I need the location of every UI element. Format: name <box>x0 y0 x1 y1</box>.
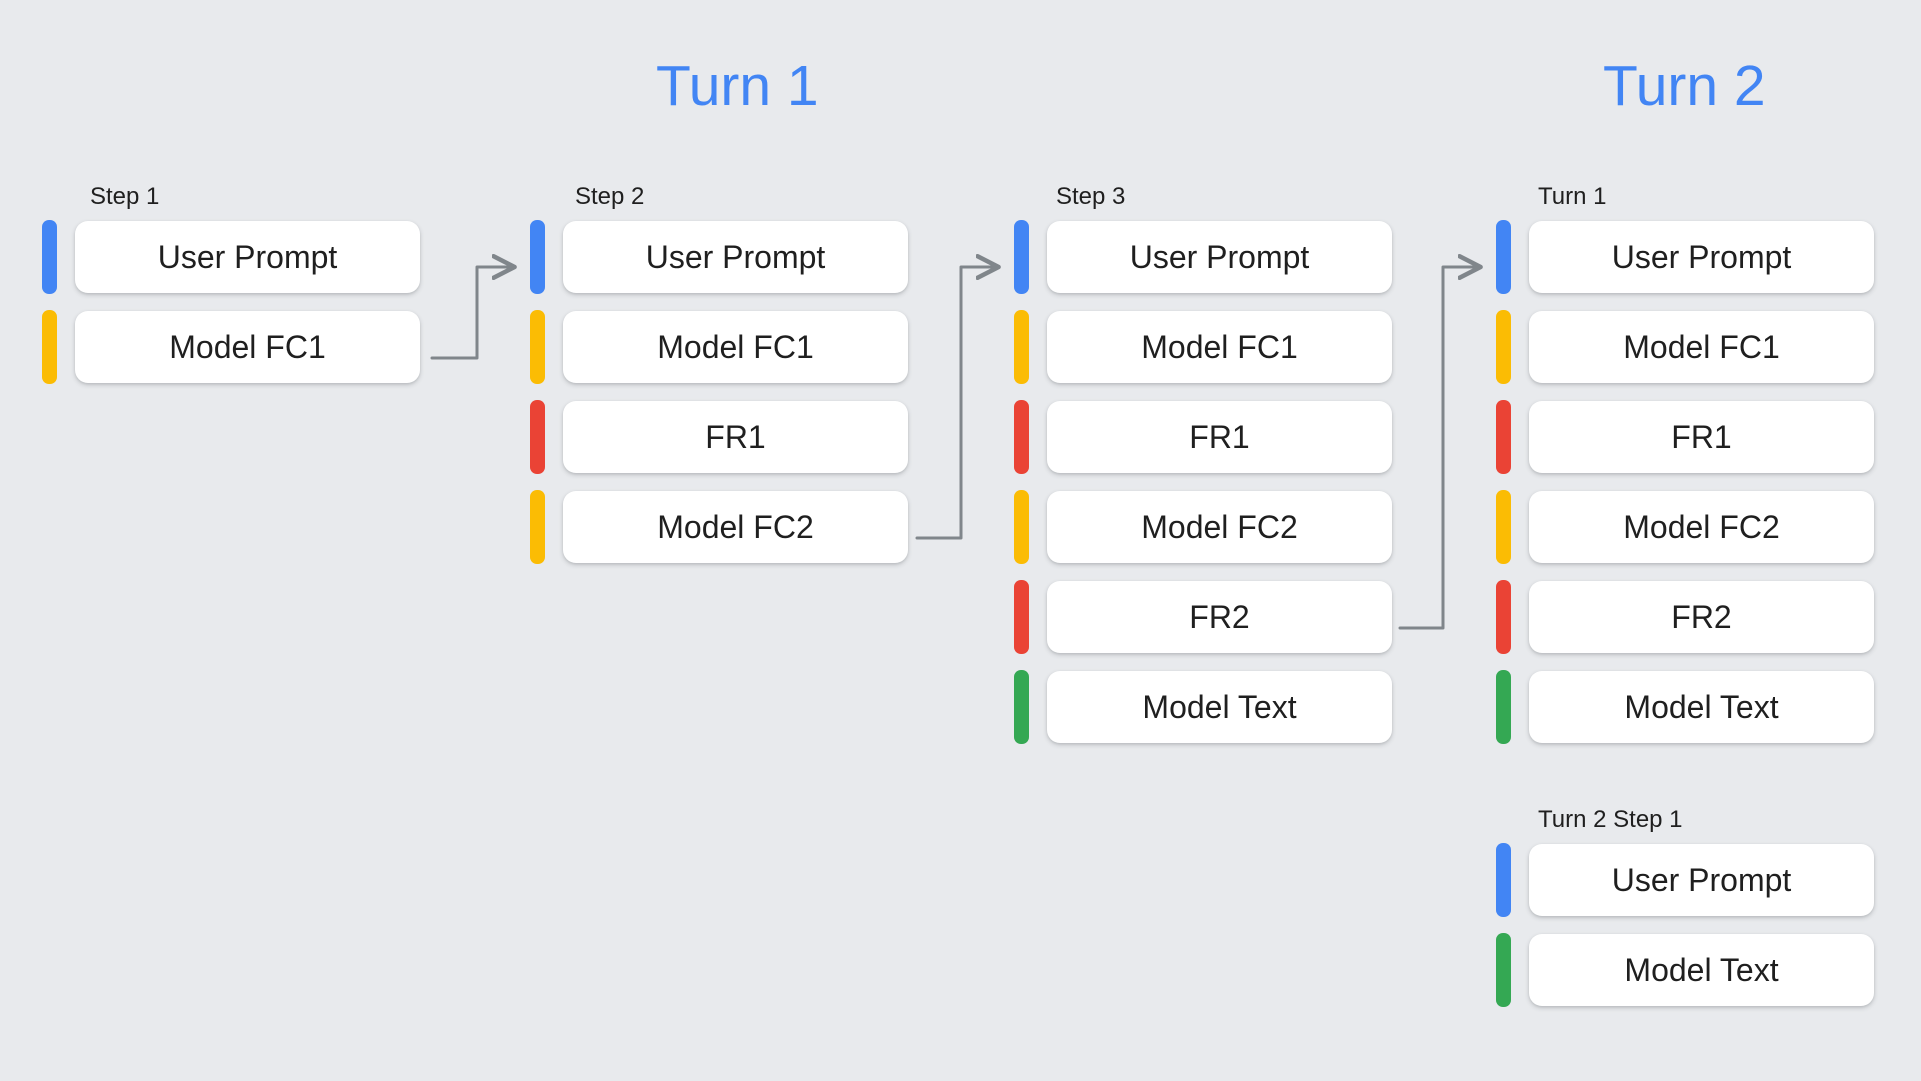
list-item[interactable]: Model Text <box>1496 931 1874 1009</box>
type-bar-blue <box>530 220 545 294</box>
message-card[interactable]: Model Text <box>1529 671 1874 743</box>
column-label-step-3: Step 3 <box>1056 183 1126 210</box>
list-item[interactable]: FR2 <box>1496 578 1874 656</box>
card-label: Model FC1 <box>1141 329 1298 365</box>
card-label: Model FC1 <box>657 329 814 365</box>
column-label-turn-2-step-1: Turn 2 Step 1 <box>1538 806 1683 833</box>
card-label: FR1 <box>1189 419 1250 455</box>
card-label: Model FC1 <box>1623 329 1780 365</box>
type-bar-yellow <box>1014 490 1029 564</box>
list-item[interactable]: Model FC1 <box>530 308 908 386</box>
list-item[interactable]: FR1 <box>530 398 908 476</box>
card-label: FR1 <box>1671 419 1732 455</box>
list-item[interactable]: Model Text <box>1014 668 1392 746</box>
type-bar-yellow <box>1496 490 1511 564</box>
arrow-step3-to-turn1 <box>1398 267 1480 630</box>
message-card[interactable]: Model FC1 <box>75 311 420 383</box>
list-item[interactable]: FR1 <box>1014 398 1392 476</box>
card-label: Model Text <box>1142 689 1297 725</box>
column-label-turn-1: Turn 1 <box>1538 183 1607 210</box>
card-label: Model FC2 <box>657 509 814 545</box>
card-label: User Prompt <box>1611 239 1792 275</box>
card-label: User Prompt <box>645 239 826 275</box>
card-label: Model FC1 <box>169 329 326 365</box>
message-card[interactable]: FR1 <box>563 401 908 473</box>
list-item[interactable]: Model FC2 <box>530 488 908 566</box>
type-bar-blue <box>1496 843 1511 917</box>
type-bar-green <box>1496 933 1511 1007</box>
turn-2-heading: Turn 2 <box>1603 54 1766 118</box>
message-card[interactable]: FR1 <box>1529 401 1874 473</box>
turn-1-heading: Turn 1 <box>656 54 819 118</box>
message-card[interactable]: Model FC1 <box>1047 311 1392 383</box>
message-card[interactable]: Model FC1 <box>563 311 908 383</box>
type-bar-blue <box>1014 220 1029 294</box>
type-bar-green <box>1014 670 1029 744</box>
card-label: User Prompt <box>1611 862 1792 898</box>
message-card[interactable]: Model FC2 <box>563 491 908 563</box>
card-label: Model FC2 <box>1623 509 1780 545</box>
card-label: FR1 <box>705 419 766 455</box>
type-bar-yellow <box>42 310 57 384</box>
column-label-step-2: Step 2 <box>575 183 645 210</box>
card-label: FR2 <box>1671 599 1732 635</box>
card-label: Model FC2 <box>1141 509 1298 545</box>
type-bar-yellow <box>530 310 545 384</box>
list-item[interactable]: Model FC1 <box>1014 308 1392 386</box>
list-item[interactable]: User Prompt <box>1496 841 1874 919</box>
type-bar-red <box>1496 400 1511 474</box>
arrow-step2-to-step3 <box>915 267 998 540</box>
type-bar-yellow <box>1014 310 1029 384</box>
message-card[interactable]: FR1 <box>1047 401 1392 473</box>
message-card[interactable]: User Prompt <box>563 221 908 293</box>
column-rows-step-3: User Prompt Model FC1 FR1 Model FC2 <box>1014 218 1392 746</box>
type-bar-yellow <box>1496 310 1511 384</box>
column-rows-turn-1: User Prompt Model FC1 FR1 Model FC2 <box>1496 218 1874 746</box>
message-card[interactable]: FR2 <box>1047 581 1392 653</box>
type-bar-red <box>530 400 545 474</box>
list-item[interactable]: Model FC1 <box>42 308 420 386</box>
type-bar-yellow <box>530 490 545 564</box>
arrow-step1-to-step2 <box>430 267 514 360</box>
type-bar-red <box>1014 400 1029 474</box>
message-card[interactable]: User Prompt <box>1529 221 1874 293</box>
message-card[interactable]: Model FC2 <box>1047 491 1392 563</box>
list-item[interactable]: FR1 <box>1496 398 1874 476</box>
card-label: Model Text <box>1624 952 1779 988</box>
message-card[interactable]: Model FC1 <box>1529 311 1874 383</box>
card-label: FR2 <box>1189 599 1250 635</box>
message-card[interactable]: Model Text <box>1529 934 1874 1006</box>
message-card[interactable]: FR2 <box>1529 581 1874 653</box>
type-bar-red <box>1014 580 1029 654</box>
column-rows-step-2: User Prompt Model FC1 FR1 Model FC2 <box>530 218 908 566</box>
list-item[interactable]: Model FC1 <box>1496 308 1874 386</box>
column-rows-step-1: User Prompt Model FC1 <box>42 218 420 386</box>
message-card[interactable]: User Prompt <box>1047 221 1392 293</box>
list-item[interactable]: User Prompt <box>42 218 420 296</box>
type-bar-blue <box>1496 220 1511 294</box>
message-card[interactable]: Model FC2 <box>1529 491 1874 563</box>
list-item[interactable]: Model FC2 <box>1014 488 1392 566</box>
message-card[interactable]: User Prompt <box>1529 844 1874 916</box>
type-bar-red <box>1496 580 1511 654</box>
list-item[interactable]: User Prompt <box>1496 218 1874 296</box>
message-card[interactable]: Model Text <box>1047 671 1392 743</box>
list-item[interactable]: FR2 <box>1014 578 1392 656</box>
column-rows-turn-2-step-1: User Prompt Model Text <box>1496 841 1874 1009</box>
type-bar-blue <box>42 220 57 294</box>
list-item[interactable]: Model Text <box>1496 668 1874 746</box>
card-label: User Prompt <box>1129 239 1310 275</box>
column-label-step-1: Step 1 <box>90 183 160 210</box>
card-label: Model Text <box>1624 689 1779 725</box>
list-item[interactable]: User Prompt <box>530 218 908 296</box>
list-item[interactable]: Model FC2 <box>1496 488 1874 566</box>
card-label: User Prompt <box>157 239 338 275</box>
type-bar-green <box>1496 670 1511 744</box>
list-item[interactable]: User Prompt <box>1014 218 1392 296</box>
message-card[interactable]: User Prompt <box>75 221 420 293</box>
